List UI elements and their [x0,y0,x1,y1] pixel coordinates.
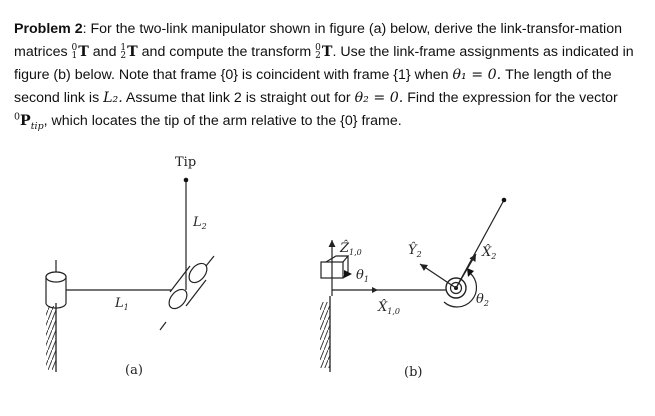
joint1-box [320,255,350,279]
x2-axis [455,253,477,289]
joint1-cylinder [45,260,67,309]
x2-label: X̂2 [481,244,496,261]
z10-label: Ẑ1,0 [339,240,362,257]
caption-a: (a) [125,363,143,378]
figure-b: Ẑ1,0 θ1 X̂1,0 X̂2 Ŷ2 θ2 (b) [320,197,507,380]
problem-text-2: and [92,44,121,60]
problem-text-6: Assume that link 2 is straight out for [122,90,355,106]
L2-label-a: L2 [192,215,207,231]
problem-text-1: : For the two-link manipulator shown in … [14,21,622,60]
y2-axis [419,263,457,289]
mat1-T: T [78,44,89,60]
vec-sub: tip [30,120,44,132]
problem-text-3: and compute the transform [141,44,316,60]
problem-text-7: Find the expression for the vector [403,90,618,106]
tip-label: Tip [175,155,196,170]
mat3-T: T [321,44,333,60]
theta1-label: θ1 [356,268,369,284]
theta2-label: θ2 [476,292,489,308]
theta1-condition: θ₁ = 0. [452,67,502,83]
joint2-symbol [443,268,478,308]
tip-point-b [501,197,507,203]
tip-point-a [183,177,189,183]
problem-heading: Problem 2 [14,21,83,37]
ground-b [320,296,331,372]
y2-label: Ŷ2 [408,242,422,259]
vec-sup: 0 [14,111,21,123]
ground-a [46,300,57,372]
caption-b: (b) [404,365,422,380]
L1-label-a: L1 [114,296,129,312]
joint2-cylinder [159,255,215,331]
L2-symbol: L₂. [103,90,123,106]
mat2-T: T [127,44,138,60]
figure-a: Tip L2 L1 (a) [45,155,215,378]
problem-text-5: The length of the second link is [14,67,612,106]
problem-text-8: , which locates the tip of the arm relat… [43,113,402,129]
problem-text-4: . Use the link-frame assignments as indi… [14,44,634,83]
problem-statement: Problem 2: For the two-link manipulator … [14,18,646,133]
theta2-condition: θ₂ = 0. [354,90,404,106]
x10-label: X̂1,0 [377,299,400,316]
vec-P: P [20,113,31,129]
theta1-arrow [344,270,352,278]
